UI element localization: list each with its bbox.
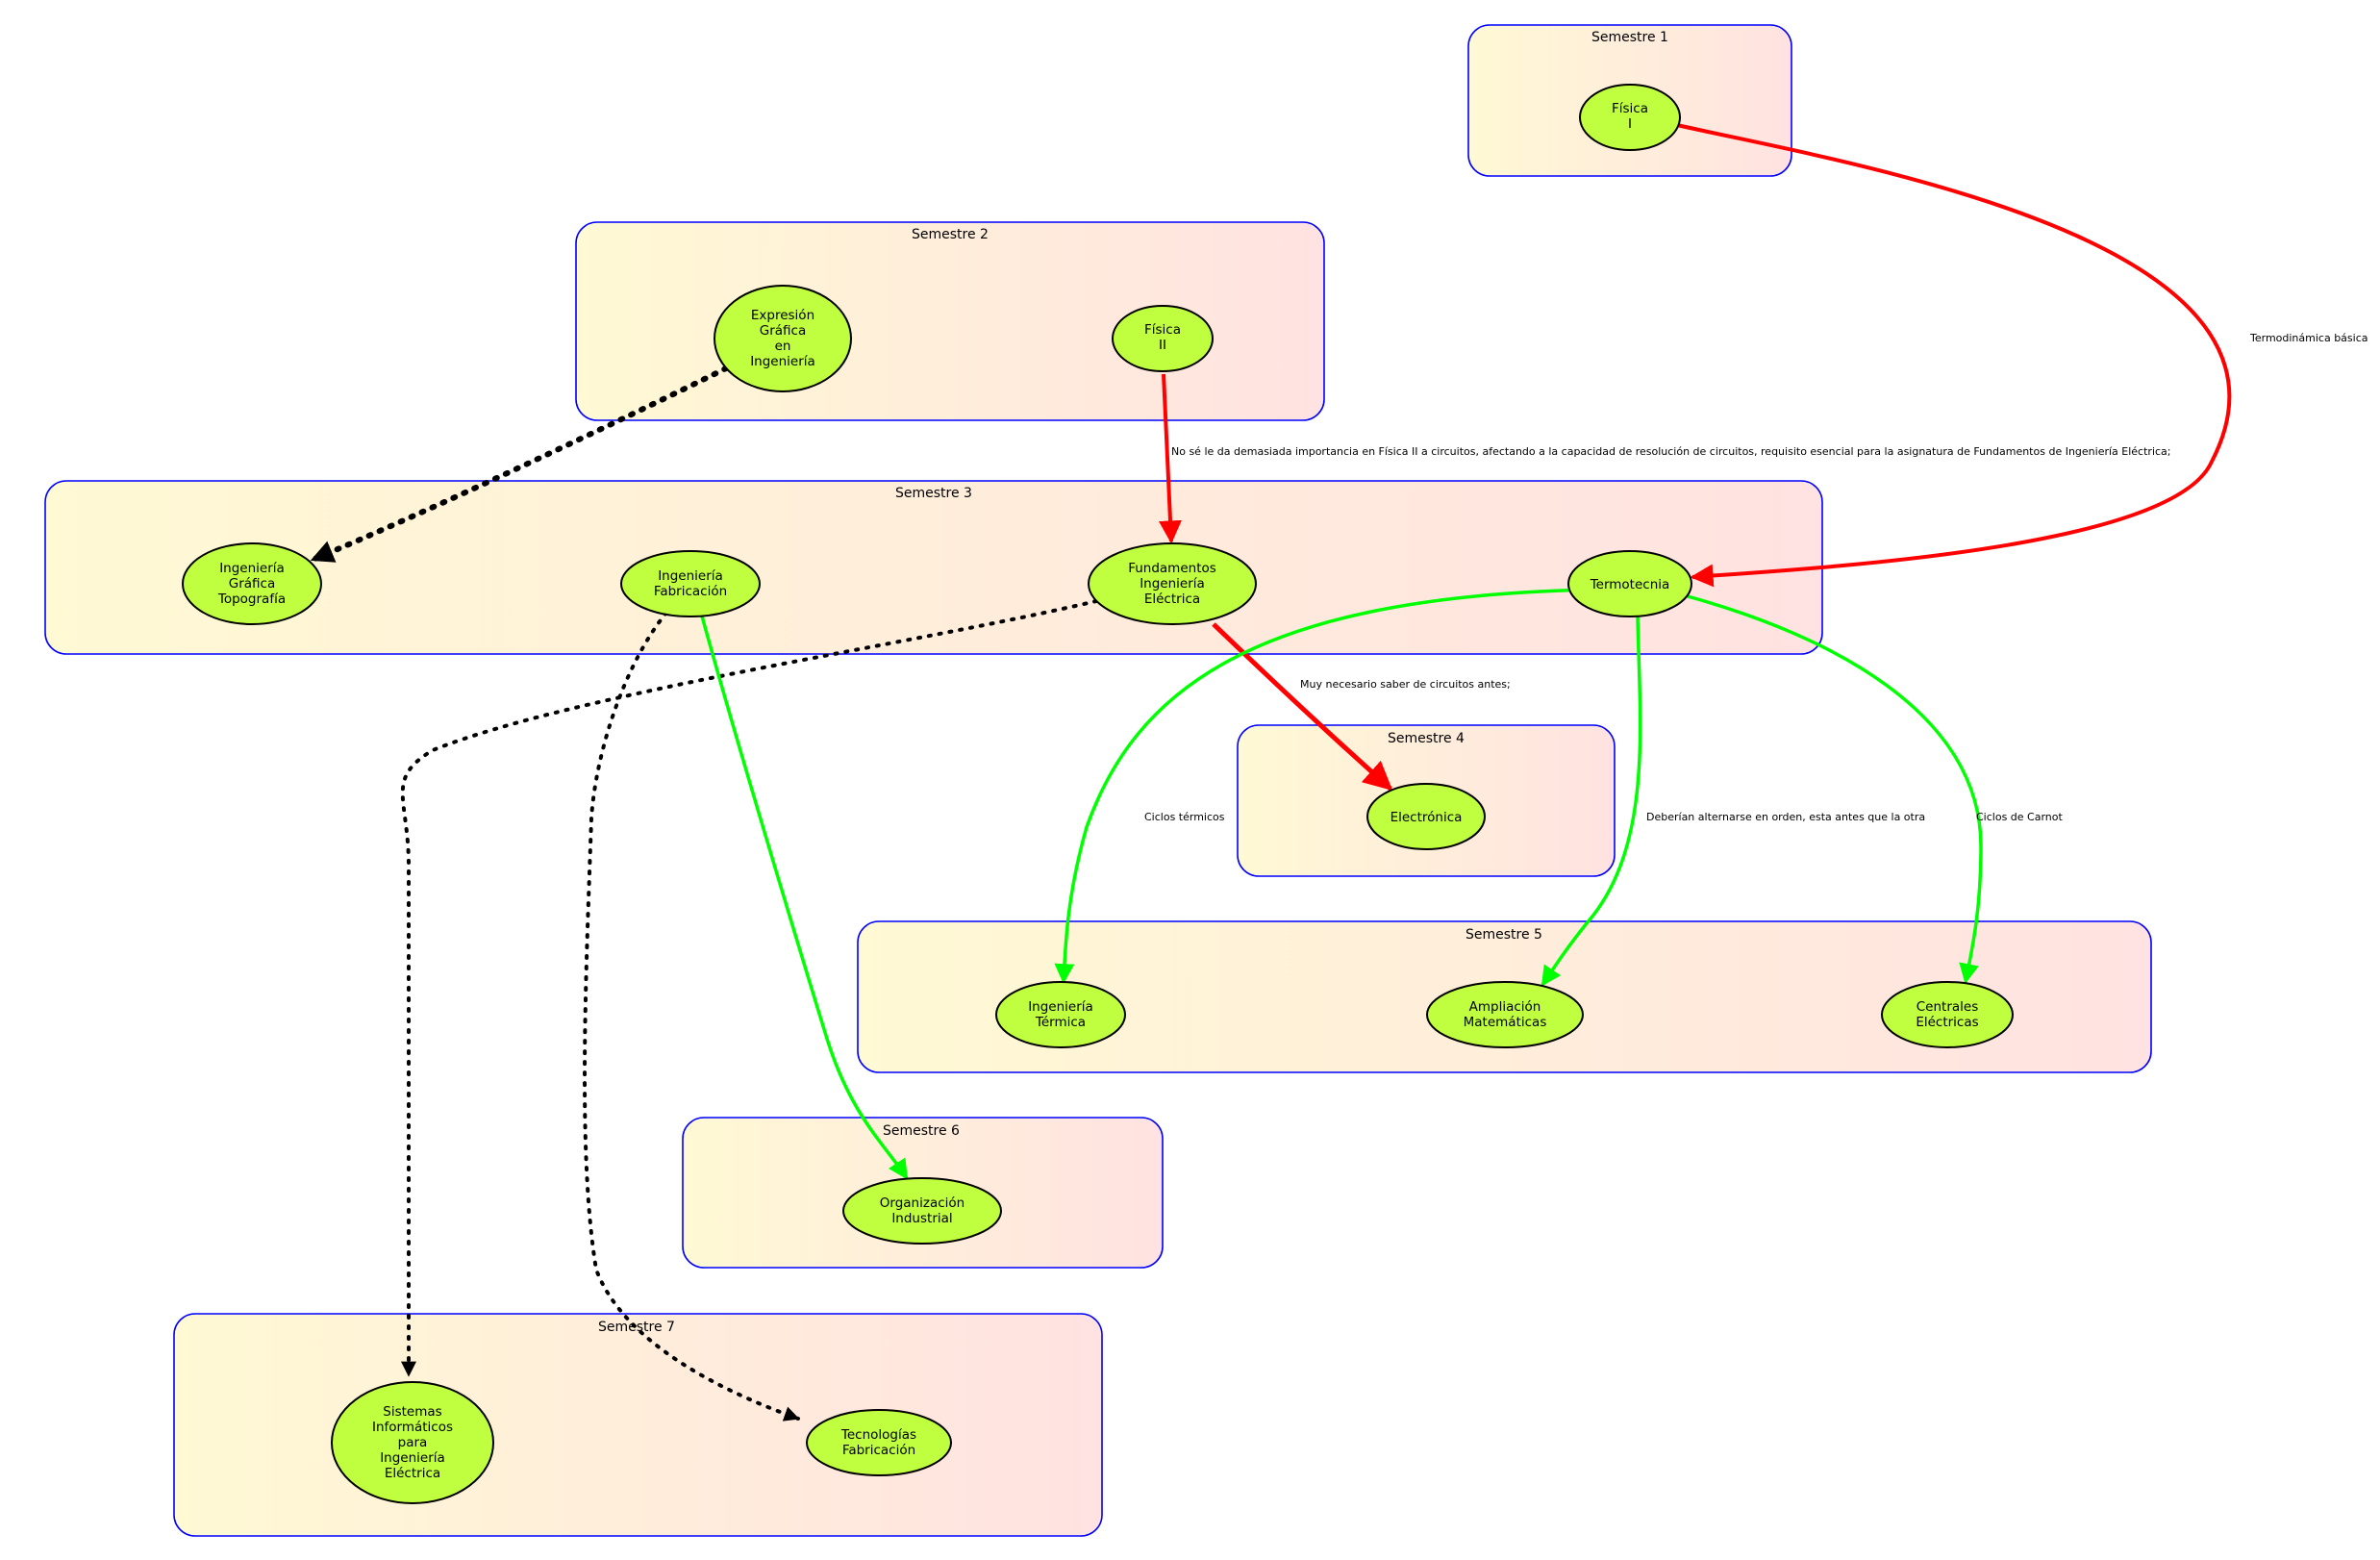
node-label-line: Tecnologías (840, 1427, 916, 1443)
edge-fisica2-fundamentos (1158, 373, 1182, 544)
cluster-label-semestre-1: Semestre 1 (1591, 30, 1668, 45)
node-termotecnia[interactable]: Termotecnia (1567, 550, 1692, 617)
edge-termotecnia-centrales (1687, 594, 1983, 985)
node-label-line: Topografía (217, 591, 286, 607)
node-fisica-1[interactable]: Física I (1579, 84, 1681, 151)
node-label-line: Termotecnia (1590, 577, 1670, 592)
node-organizacion-industrial[interactable]: Organización Industrial (842, 1177, 1002, 1245)
edge-label-fisica2-fundamentos: No sé le da demasiada importancia en Fís… (1171, 445, 2171, 458)
edge-fundamentos-electronica (1212, 622, 1393, 791)
edge-fisica1-termotecnia (1676, 123, 2232, 588)
node-label-line: Eléctrica (1144, 591, 1200, 607)
node-fisica-2[interactable]: Física II (1112, 305, 1214, 372)
node-label-line: Centrales (1917, 999, 1979, 1015)
node-expresion-grafica[interactable]: Expresión Gráfica en Ingeniería (714, 285, 852, 392)
cluster-semestre-2: Semestre 2 (575, 221, 1325, 421)
node-label-line: Informáticos (372, 1420, 453, 1435)
node-label-line: Ingeniería (658, 568, 723, 584)
edge-label-circuitos: Muy necesario saber de circuitos antes; (1300, 678, 1511, 691)
node-label-line: Física (1144, 322, 1181, 338)
edge-labels: Termodinámica básica No sé le da demasia… (1144, 332, 2368, 823)
node-ampliacion-matematicas[interactable]: Ampliación Matemáticas (1426, 981, 1584, 1048)
cluster-label-semestre-5: Semestre 5 (1466, 927, 1542, 943)
cluster-label-semestre-6: Semestre 6 (883, 1123, 960, 1139)
node-ingenieria-fabricacion[interactable]: Ingeniería Fabricación (620, 550, 761, 617)
node-label-line: Gráfica (760, 323, 806, 339)
node-label-line: Gráfica (229, 576, 275, 591)
edge-label-ciclos-carnot: Ciclos de Carnot (1976, 811, 2063, 823)
edge-label-ciclos-termicos: Ciclos térmicos (1144, 811, 1225, 823)
node-label-line: Sistemas (383, 1404, 441, 1420)
node-label-line: para (398, 1435, 428, 1450)
edge-fabricacion-organizacion (699, 612, 909, 1180)
node-label-line: Ingeniería (750, 354, 815, 369)
node-label-line: Ingeniería (380, 1450, 445, 1466)
node-label-line: Ingeniería (1028, 999, 1093, 1015)
edge-label-alternarse: Deberían alternarse en orden, esta antes… (1646, 811, 1925, 823)
node-label-line: Eléctricas (1916, 1015, 1978, 1030)
node-label-line: Expresión (751, 308, 814, 323)
node-ingenieria-grafica[interactable]: Ingeniería Gráfica Topografía (182, 542, 322, 625)
node-label-line: Eléctrica (385, 1466, 440, 1481)
node-label-line: Organización (880, 1195, 965, 1211)
node-label-line: Ingeniería (1140, 576, 1205, 591)
node-label-line: Térmica (1035, 1015, 1086, 1030)
node-label-line: Fabricación (842, 1443, 915, 1458)
node-label-line: I (1628, 116, 1632, 132)
cluster-semestre-7: Semestre 7 (173, 1313, 1103, 1537)
node-tecnologias-fabricacion[interactable]: Tecnologías Fabricación (806, 1409, 952, 1476)
edges (310, 123, 2232, 1422)
node-sistemas-informaticos[interactable]: Sistemas Informáticos para Ingeniería El… (331, 1381, 494, 1504)
node-label-line: Ingeniería (219, 561, 285, 576)
node-centrales-electricas[interactable]: Centrales Eléctricas (1881, 981, 2014, 1048)
node-label-line: en (775, 339, 791, 354)
node-label-line: Física (1612, 101, 1648, 116)
cluster-label-semestre-3: Semestre 3 (895, 486, 972, 501)
cluster-label-semestre-4: Semestre 4 (1388, 731, 1465, 746)
node-label-line: Industrial (891, 1211, 952, 1226)
node-label-line: Electrónica (1390, 810, 1463, 825)
node-electronica[interactable]: Electrónica (1366, 783, 1486, 850)
node-label-line: Fundamentos (1128, 561, 1216, 576)
node-label-line: Fabricación (654, 584, 727, 599)
node-label-line: Ampliación (1469, 999, 1541, 1015)
node-label-line: Matemáticas (1464, 1015, 1547, 1030)
cluster-label-semestre-2: Semestre 2 (912, 227, 989, 242)
node-ingenieria-termica[interactable]: Ingeniería Térmica (995, 981, 1126, 1048)
cluster-label-semestre-7: Semestre 7 (598, 1320, 675, 1335)
edge-fundamentos-sistemas (400, 599, 1098, 1377)
node-label-line: II (1159, 338, 1166, 353)
edge-fabricacion-tecnologias (583, 611, 800, 1422)
node-fundamentos-ingenieria-electrica[interactable]: Fundamentos Ingeniería Eléctrica (1088, 542, 1257, 625)
edge-label-termodinamica: Termodinámica básica (2249, 332, 2368, 344)
edge-termotecnia-termica (1054, 588, 1595, 985)
edge-termotecnia-ampliacion (1541, 615, 1642, 987)
